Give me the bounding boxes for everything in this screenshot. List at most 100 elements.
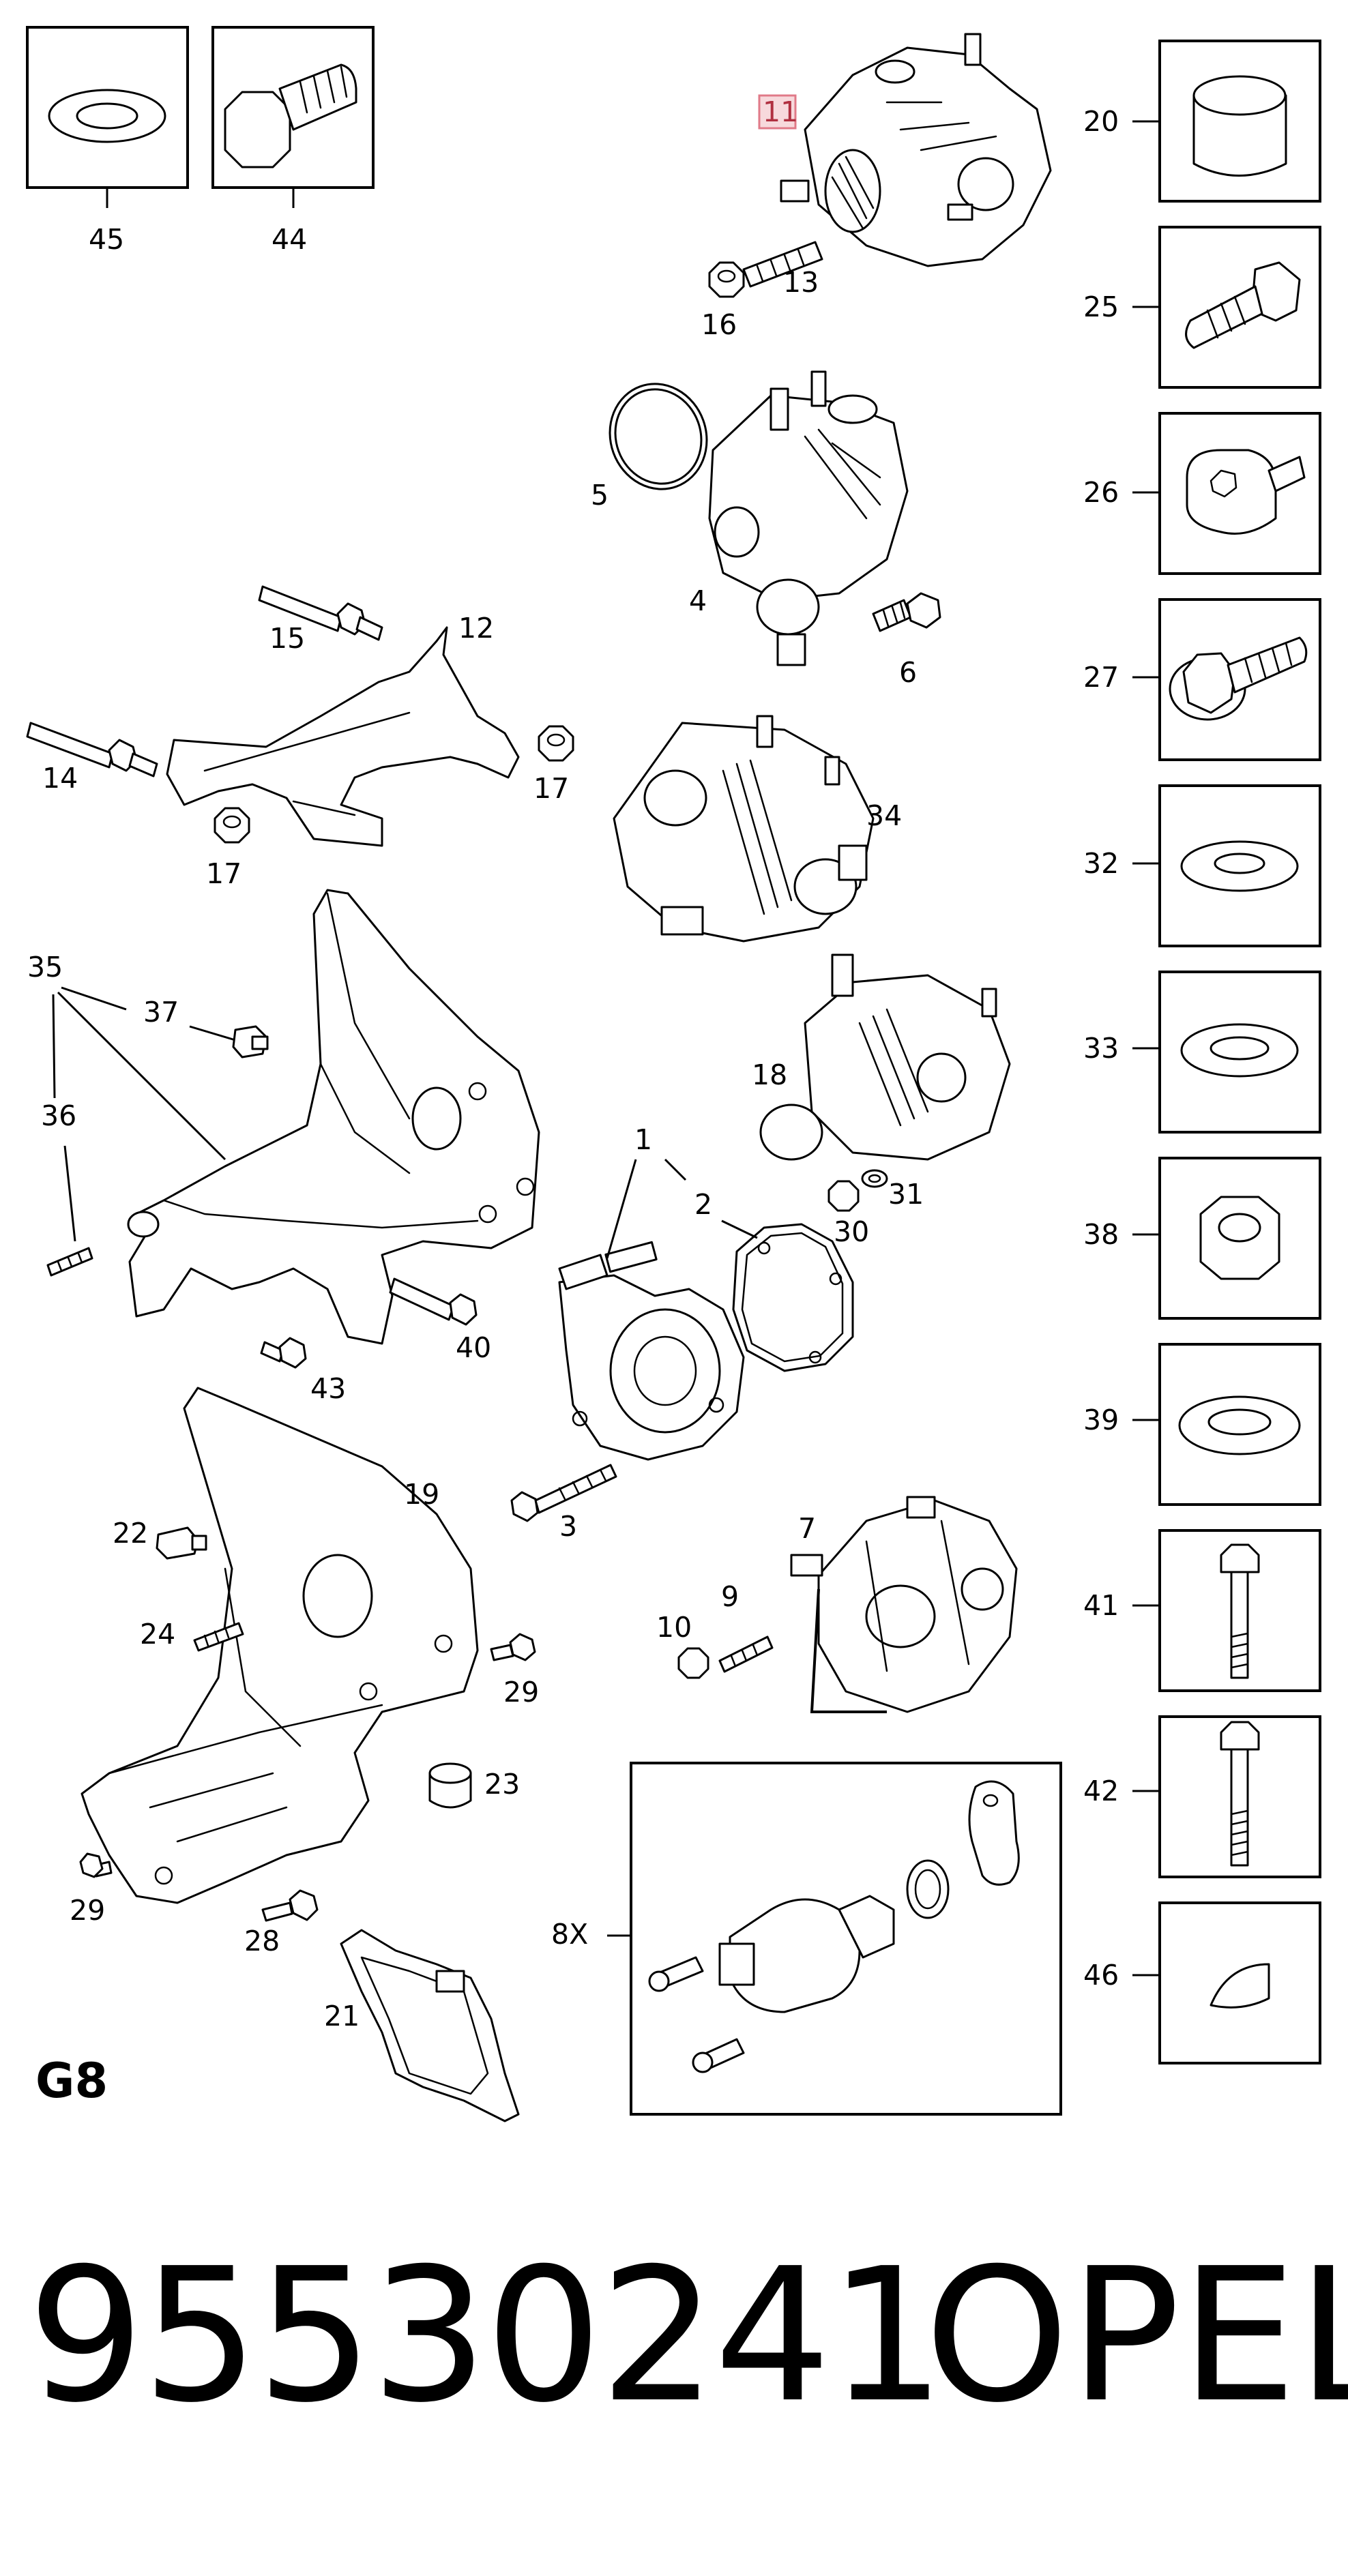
gasket-2 — [732, 1223, 854, 1372]
plug-22 — [156, 1526, 207, 1560]
callout-25: 25 — [1083, 291, 1119, 323]
callout-19: 19 — [404, 1478, 439, 1511]
callout-12: 12 — [458, 612, 494, 645]
callout-37: 37 — [143, 996, 179, 1028]
part-box-sleeve-20 — [1158, 40, 1321, 203]
callout-29-left: 29 — [70, 1894, 105, 1927]
highlight-box-11 — [758, 94, 797, 130]
callout-17-right: 17 — [533, 772, 569, 805]
callout-20: 20 — [1083, 105, 1119, 138]
callout-28: 28 — [244, 1925, 280, 1957]
callout-8x: 8X — [551, 1918, 588, 1951]
part-box-bolt-42 — [1158, 1715, 1321, 1878]
callout-18: 18 — [752, 1058, 787, 1091]
high-pressure-pump-11 — [780, 33, 1052, 267]
sleeve-23 — [428, 1762, 472, 1809]
callout-26: 26 — [1083, 476, 1119, 509]
callout-31: 31 — [888, 1178, 924, 1211]
nut-17-right — [538, 725, 574, 762]
callout-45: 45 — [89, 223, 124, 256]
part-box-bolt-44 — [211, 26, 375, 189]
callout-22: 22 — [113, 1517, 148, 1550]
callout-3: 3 — [559, 1510, 577, 1543]
callout-42: 42 — [1083, 1775, 1119, 1807]
nut-16 — [708, 261, 745, 298]
pump-18 — [759, 953, 1011, 1161]
washer-31 — [861, 1169, 888, 1188]
callout-1: 1 — [634, 1123, 652, 1156]
screw-28 — [261, 1889, 319, 1922]
callout-15: 15 — [269, 622, 305, 655]
screw-29-right — [490, 1633, 536, 1661]
callout-36: 36 — [41, 1099, 76, 1132]
nut-10 — [677, 1647, 709, 1679]
bracket-12 — [166, 626, 520, 847]
pump-34 — [613, 715, 875, 943]
callout-10: 10 — [656, 1611, 692, 1644]
callout-46: 46 — [1083, 1959, 1119, 1992]
callout-34: 34 — [866, 799, 902, 832]
callout-40: 40 — [456, 1331, 491, 1364]
vacuum-pump-1 — [558, 1241, 745, 1461]
screw-37 — [232, 1025, 269, 1058]
part-box-flange-bolt-27 — [1158, 598, 1321, 761]
part-box-key-46 — [1158, 1901, 1321, 2064]
page-code-label: G8 — [35, 2053, 108, 2109]
part-box-washer-45 — [26, 26, 189, 189]
callout-17-left: 17 — [206, 857, 241, 890]
callout-16: 16 — [701, 308, 737, 341]
callout-33: 33 — [1083, 1032, 1119, 1065]
cover-19 — [80, 1387, 479, 1904]
o-ring-5 — [609, 383, 708, 490]
callout-7: 7 — [798, 1512, 816, 1545]
part-box-bolt-25 — [1158, 226, 1321, 389]
bolt-40 — [389, 1277, 478, 1326]
part-box-nut-38 — [1158, 1157, 1321, 1320]
screw-29-left — [79, 1852, 113, 1878]
screw-43 — [260, 1337, 307, 1369]
callout-2: 2 — [694, 1188, 712, 1221]
nut-17-left — [214, 807, 250, 844]
callout-41: 41 — [1083, 1589, 1119, 1622]
callout-14: 14 — [42, 762, 78, 795]
callout-43: 43 — [310, 1372, 346, 1405]
bolt-14 — [26, 722, 158, 778]
callout-23: 23 — [484, 1768, 520, 1801]
callout-44: 44 — [272, 223, 307, 256]
part-box-bolt-41 — [1158, 1529, 1321, 1692]
gasket-21 — [340, 1929, 520, 2122]
callout-32: 32 — [1083, 847, 1119, 880]
inset-valve-parts — [648, 1780, 1020, 2073]
stud-13 — [742, 241, 823, 288]
part-box-socket-screw-26 — [1158, 412, 1321, 575]
bolt-15 — [258, 585, 383, 641]
callout-27: 27 — [1083, 661, 1119, 694]
part-box-washer-39 — [1158, 1343, 1321, 1506]
callout-38: 38 — [1083, 1218, 1119, 1251]
part-box-washer-32 — [1158, 784, 1321, 947]
callout-29-right: 29 — [503, 1676, 539, 1708]
callout-6: 6 — [899, 656, 917, 689]
brand-label: OPEL — [924, 2228, 1348, 2443]
stud-36 — [46, 1247, 93, 1277]
callout-35: 35 — [27, 951, 63, 983]
bolt-6 — [872, 592, 941, 632]
callout-13: 13 — [783, 266, 819, 299]
nut-30 — [827, 1180, 860, 1212]
bolt-3 — [510, 1464, 617, 1522]
housing-35 — [127, 889, 540, 1345]
callout-4: 4 — [689, 584, 707, 617]
callout-24: 24 — [140, 1618, 175, 1650]
callout-11: 11 — [763, 95, 798, 128]
callout-9: 9 — [721, 1580, 739, 1613]
part-number-label: 95530241 — [27, 2228, 946, 2443]
stud-24 — [193, 1622, 244, 1652]
callout-5: 5 — [591, 479, 609, 512]
stud-9 — [718, 1635, 774, 1673]
callout-30: 30 — [834, 1215, 869, 1248]
pump-7 — [790, 1496, 1018, 1713]
part-box-washer-33 — [1158, 971, 1321, 1134]
pump-4 — [708, 370, 909, 666]
callout-21: 21 — [324, 2000, 360, 2032]
